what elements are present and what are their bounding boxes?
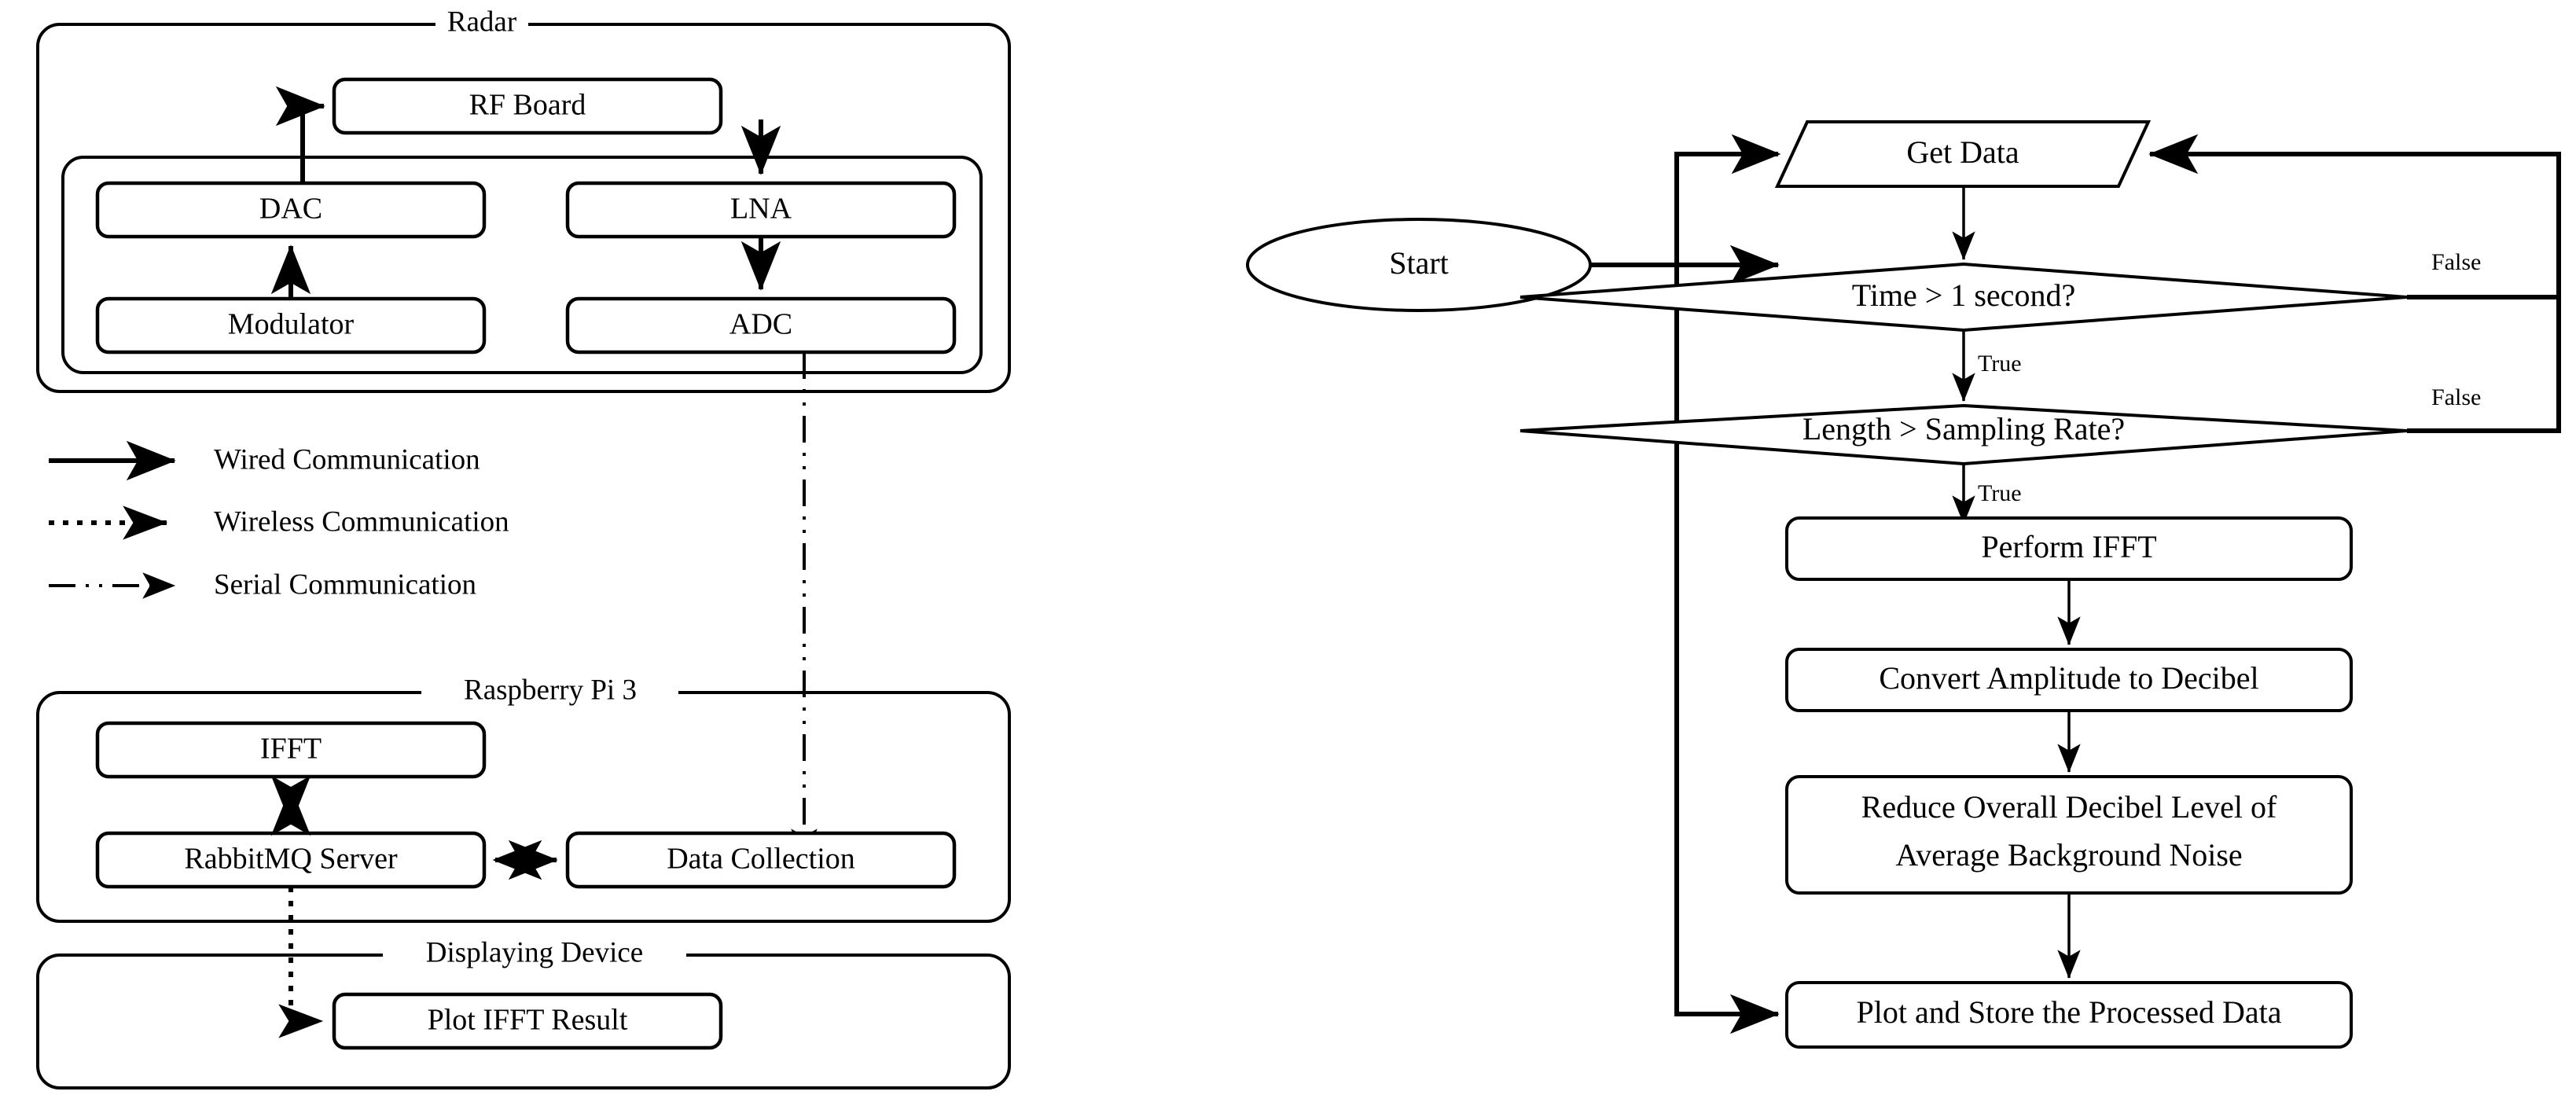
legend-item-wired: Wired Communication (49, 440, 480, 481)
block-rabbitmq-server[interactable]: RabbitMQ Server (95, 831, 487, 889)
flow-node-reduce-decibel[interactable]: Reduce Overall Decibel Level of Average … (1785, 775, 2353, 895)
data-collection-label: Data Collection (667, 843, 855, 876)
rabbitmq-server-label: RabbitMQ Server (184, 843, 398, 876)
dac-label: DAC (259, 193, 322, 226)
flow-node-plot-store[interactable]: Plot and Store the Processed Data (1785, 981, 2353, 1049)
edge-label-length-true: True (1978, 480, 2022, 506)
raspberry-pi-group-label: Raspberry Pi 3 (464, 674, 637, 706)
legend-item-serial: Serial Communication (49, 568, 476, 601)
radar-inner-group-border (61, 156, 983, 374)
get-data-label: Get Data (1906, 134, 2019, 170)
group-raspberry-pi: Raspberry Pi 3 (36, 674, 1011, 923)
flow-node-start[interactable]: Start (1246, 218, 1592, 312)
edge-rabbitmq-to-plot-wireless (278, 887, 324, 1038)
adc-rect[interactable] (565, 296, 957, 355)
edge-label-time-false: False (2431, 249, 2481, 275)
rf-board-label: RF Board (469, 89, 586, 122)
reduce-decibel-label-line1: Reduce Overall Decibel Level of (1861, 789, 2277, 825)
edge-label-length-false: False (2431, 384, 2481, 410)
flow-node-time-check[interactable]: Time > 1 second? (1520, 262, 2408, 333)
block-ifft[interactable]: IFFT (95, 721, 487, 779)
dac-rect[interactable] (95, 181, 487, 239)
block-data-collection[interactable]: Data Collection (565, 831, 957, 889)
convert-amplitude-label: Convert Amplitude to Decibel (1879, 660, 2258, 696)
radar-group-label: Radar (447, 6, 516, 38)
flow-node-length-check[interactable]: Length > Sampling Rate? (1520, 403, 2408, 466)
perform-ifft-label: Perform IFFT (1981, 529, 2156, 564)
plot-ifft-result-label: Plot IFFT Result (428, 1004, 628, 1037)
displaying-device-group-border (36, 954, 1011, 1089)
group-displaying-device: Displaying Device (36, 936, 1011, 1089)
displaying-device-group-label: Displaying Device (426, 936, 643, 968)
edge-time-check-false (2148, 134, 2561, 299)
modulator-label: Modulator (228, 308, 355, 341)
adc-label: ADC (729, 308, 792, 341)
legend-label-wired: Wired Communication (214, 443, 480, 476)
block-dac[interactable]: DAC (95, 181, 487, 239)
reduce-decibel-label-line2: Average Background Noise (1895, 837, 2242, 873)
flow-node-convert-amplitude[interactable]: Convert Amplitude to Decibel (1785, 648, 2353, 712)
flow-node-get-data[interactable]: Get Data (1774, 120, 2152, 188)
edge-loop-back-rail (1674, 134, 1781, 1034)
time-check-label: Time > 1 second? (1852, 277, 2075, 313)
legend: Wired Communication Wireless Communicati… (49, 440, 509, 601)
lna-label: LNA (730, 193, 792, 226)
plot-store-label: Plot and Store the Processed Data (1857, 994, 2282, 1030)
block-modulator[interactable]: Modulator (95, 296, 487, 355)
ifft-label: IFFT (260, 733, 322, 766)
data-collection-rect[interactable] (565, 831, 957, 889)
rf-board-rect[interactable] (332, 77, 723, 135)
length-check-label: Length > Sampling Rate? (1802, 411, 2125, 446)
plot-ifft-result-rect[interactable] (332, 992, 723, 1050)
block-adc[interactable]: ADC (565, 296, 957, 355)
block-rf-board[interactable]: RF Board (332, 77, 723, 135)
edge-length-check-false (2407, 297, 2561, 433)
legend-label-serial: Serial Communication (214, 568, 476, 601)
block-lna[interactable]: LNA (565, 181, 957, 239)
edge-dac-to-rf-board (275, 86, 325, 183)
group-radar: Radar (36, 6, 1011, 393)
edge-label-time-true: True (1978, 351, 2022, 377)
raspberry-pi-group-border (36, 691, 1011, 923)
plot-store-rect[interactable] (1785, 981, 2353, 1049)
get-data-parallelogram[interactable] (1774, 120, 2152, 188)
block-plot-ifft-result[interactable]: Plot IFFT Result (332, 992, 723, 1050)
start-label: Start (1389, 245, 1449, 281)
radar-group-border (36, 23, 1011, 393)
legend-item-wireless: Wireless Communication (49, 505, 509, 540)
legend-label-wireless: Wireless Communication (214, 505, 509, 538)
flow-node-perform-ifft[interactable]: Perform IFFT (1785, 516, 2353, 581)
